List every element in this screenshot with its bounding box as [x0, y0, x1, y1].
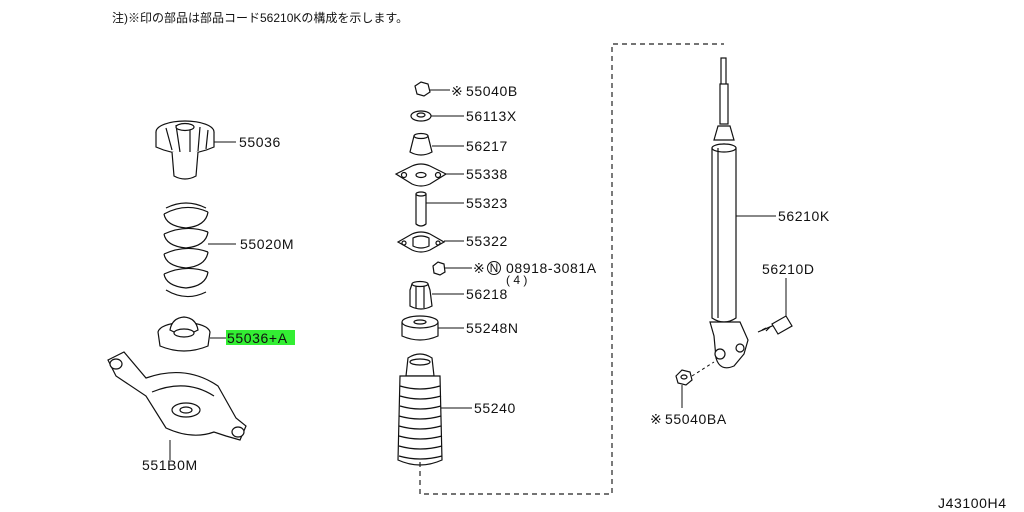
label-08918-qty: ( 4 ) [506, 273, 527, 287]
label-55036[interactable]: 55036 [239, 134, 281, 150]
mount-55322[interactable] [396, 231, 446, 253]
label-56217[interactable]: 56217 [466, 138, 508, 154]
sleeve-55323[interactable] [415, 191, 427, 227]
label-08918-3081A[interactable]: 08918-3081A [506, 260, 597, 276]
lower-arm[interactable] [107, 351, 247, 441]
nut-symbol-circle [487, 261, 501, 275]
bound-bumper-55248N[interactable] [401, 315, 439, 341]
label-55322[interactable]: 55322 [466, 233, 508, 249]
label-56218[interactable]: 56218 [466, 286, 508, 302]
label-56113X[interactable]: 56113X [466, 108, 517, 124]
label-55040BA[interactable]: 55040BA [665, 411, 727, 427]
bushing-56217[interactable] [409, 132, 433, 156]
bolt-56210D[interactable] [757, 315, 793, 335]
coil-spring[interactable] [163, 202, 209, 298]
leader-55040BA-dash [691, 361, 715, 377]
label-56210D[interactable]: 56210D [762, 261, 815, 277]
nut-08918-3081A[interactable] [432, 261, 446, 276]
asterisk-55040B: ※ [451, 83, 463, 99]
label-55248N[interactable]: 55248N [466, 320, 519, 336]
dust-boot-55240[interactable] [397, 353, 443, 466]
assembly-bracket [419, 43, 724, 495]
label-55323[interactable]: 55323 [466, 195, 508, 211]
label-55040B[interactable]: 55040B [466, 83, 518, 99]
label-551B0M[interactable]: 551B0M [142, 457, 198, 473]
washer-56113X[interactable] [410, 110, 432, 122]
diagram-id: J43100H4 [938, 495, 1007, 511]
spring-upper-seat[interactable] [155, 120, 215, 180]
nut-55040B[interactable] [414, 81, 431, 97]
bumper-56218[interactable] [409, 280, 433, 310]
spring-lower-seat[interactable] [157, 316, 211, 352]
plate-55338[interactable] [394, 163, 448, 187]
nut-symbol: N [490, 261, 499, 275]
label-56210K[interactable]: 56210K [778, 208, 830, 224]
label-55338[interactable]: 55338 [466, 166, 508, 182]
label-55020M[interactable]: 55020M [240, 236, 294, 252]
shock-absorber-56210K[interactable] [709, 57, 749, 369]
highlight-55036A [226, 330, 295, 345]
header-note: 注)※印の部品は部品コード56210Kの構成を示します。 [112, 10, 408, 25]
label-55240[interactable]: 55240 [474, 400, 516, 416]
asterisk-55040BA: ※ [650, 411, 662, 427]
asterisk-08918: ※ [473, 260, 485, 276]
nut-55040BA[interactable] [675, 369, 693, 386]
label-55036A[interactable]: 55036+A [227, 330, 288, 346]
